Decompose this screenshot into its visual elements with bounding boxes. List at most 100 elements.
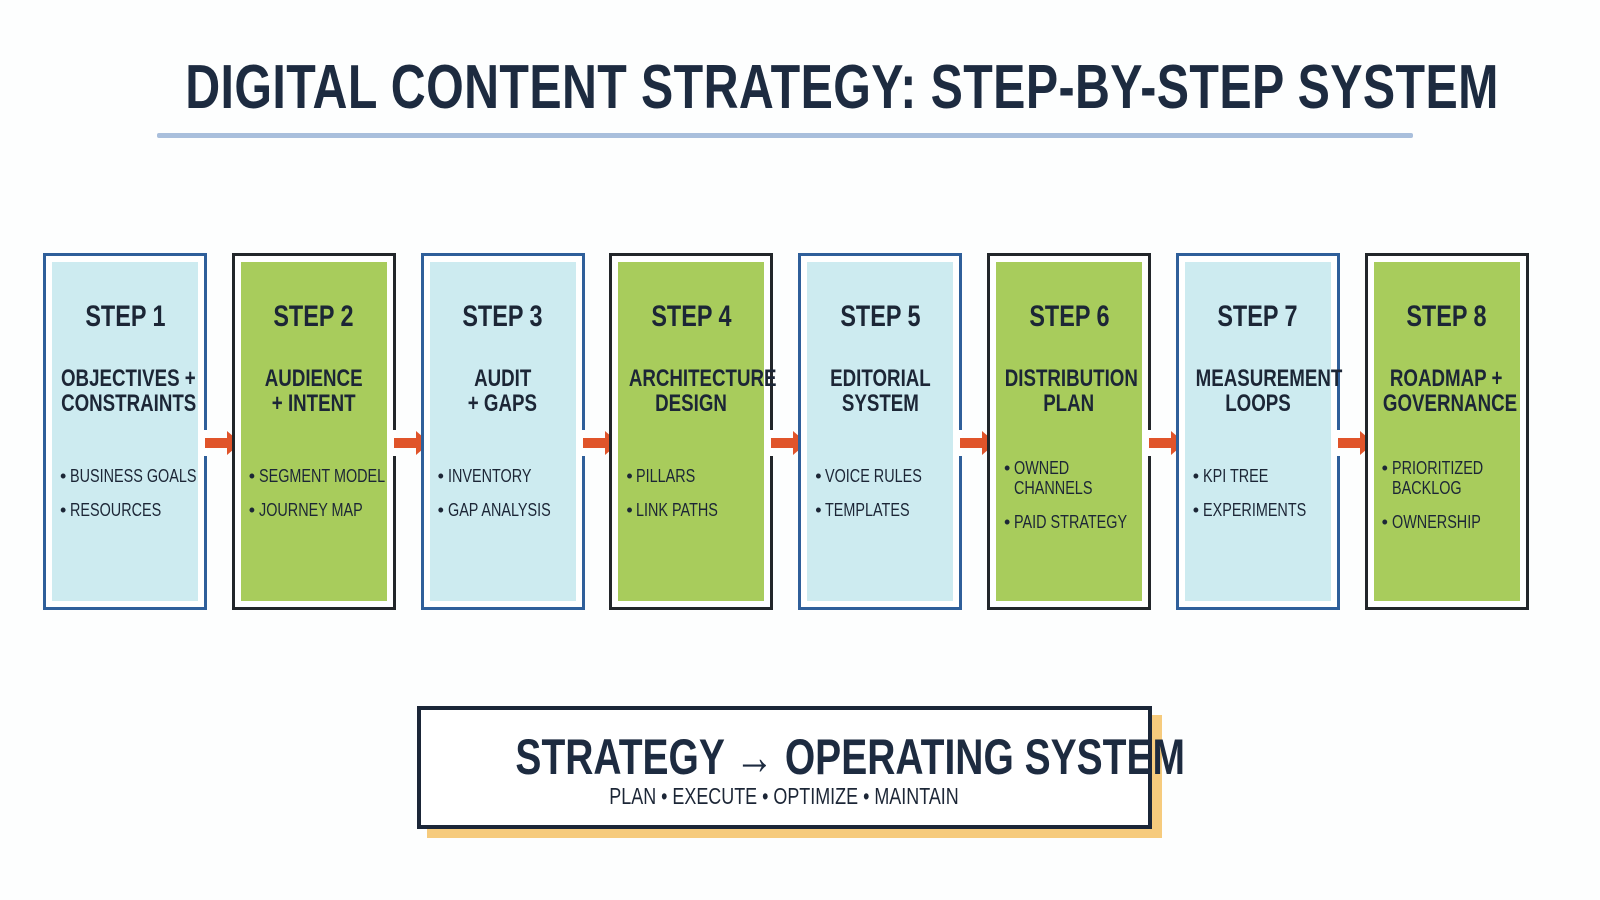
bullet-item: •KPI TREE xyxy=(1193,466,1331,486)
bullet-icon: • xyxy=(1004,512,1011,532)
step-name-line: + GAPS xyxy=(467,390,538,417)
step-number: STEP 2 xyxy=(273,300,354,333)
bullet-item: •EXPERIMENTS xyxy=(1193,500,1331,520)
bullet-text: GAP ANALYSIS xyxy=(447,500,551,520)
step-name-line: LOOPS xyxy=(1225,390,1291,417)
bullet-icon: • xyxy=(1381,458,1388,478)
bullet-icon: • xyxy=(248,466,256,486)
bullet-item: •RESOURCES xyxy=(60,500,198,520)
bullet-icon: • xyxy=(815,466,822,486)
bullet-item: •PAID STRATEGY xyxy=(1004,512,1142,532)
bullet-text: KPI TREE xyxy=(1202,466,1269,486)
step-card-1: STEP 1 OBJECTIVES +CONSTRAINTS •BUSINESS G… xyxy=(43,253,207,610)
bullet-item: •GAP ANALYSIS xyxy=(438,500,576,520)
bullet-icon: • xyxy=(1004,458,1011,478)
step-name-line: OBJECTIVES + xyxy=(61,365,196,392)
step-bullets: •BUSINESS GOALS•RESOURCES xyxy=(60,466,198,534)
bullet-icon: • xyxy=(437,500,444,520)
step-card-fill: STEP 1 OBJECTIVES +CONSTRAINTS •BUSINESS G… xyxy=(52,262,198,601)
summary-title: STRATEGY → OPERATING SYSTEM xyxy=(515,729,1186,785)
step-name-line: GOVERNANCE xyxy=(1382,390,1517,417)
bullet-text: TEMPLATES xyxy=(825,500,910,520)
bullet-icon: • xyxy=(60,500,67,520)
bullet-text: EXPERIMENTS xyxy=(1202,500,1307,520)
bullet-item: •OWNERSHIP xyxy=(1382,512,1520,532)
step-name-line: AUDIT xyxy=(473,365,532,392)
bullet-item: •VOICE RULES xyxy=(815,466,953,486)
step-number: STEP 1 xyxy=(84,300,166,333)
bullet-icon: • xyxy=(248,500,256,520)
bullet-icon: • xyxy=(1192,500,1200,520)
step-name-line: AUDIENCE xyxy=(264,365,363,392)
bullet-item: •TEMPLATES xyxy=(815,500,953,520)
bullet-icon: • xyxy=(626,466,633,486)
step-bullets: •PILLARS•LINK PATHS xyxy=(626,466,764,534)
step-number: STEP 6 xyxy=(1028,300,1110,333)
bullet-icon: • xyxy=(437,466,444,486)
step-number: STEP 3 xyxy=(462,300,543,333)
step-name: AUDIENCE+ INTENT xyxy=(231,366,397,416)
bullet-item: •SEGMENT MODEL xyxy=(249,466,387,486)
page-title: DIGITAL CONTENT STRATEGY: STEP-BY-STEP S… xyxy=(185,53,1499,122)
step-bullets: •INVENTORY•GAP ANALYSIS xyxy=(438,466,576,534)
bullet-text: BUSINESS GOALS xyxy=(70,466,197,486)
step-name-line: EDITORIAL xyxy=(829,365,931,392)
step-name-line: + INTENT xyxy=(271,390,356,417)
bullet-text: JOURNEY MAP xyxy=(258,500,363,520)
step-name-line: DISTRIBUTION xyxy=(1004,365,1138,392)
step-name: ROADMAP +GOVERNANCE xyxy=(1364,366,1530,416)
bullet-text: SEGMENT MODEL xyxy=(258,466,385,486)
step-name-line: SYSTEM xyxy=(841,390,919,417)
step-name-line: ARCHITECTURE xyxy=(629,365,777,392)
bullet-icon: • xyxy=(1192,466,1200,486)
step-number: STEP 7 xyxy=(1217,300,1298,333)
bullet-text: OWNERSHIP xyxy=(1391,512,1481,532)
bullet-icon: • xyxy=(60,466,67,486)
summary-subtitle: PLAN • EXECUTE • OPTIMIZE • MAINTAIN xyxy=(609,783,960,809)
summary-box: STRATEGY → OPERATING SYSTEM PLAN • EXECU… xyxy=(417,706,1186,829)
step-name: OBJECTIVES +CONSTRAINTS xyxy=(42,366,208,416)
step-name-line: DESIGN xyxy=(655,390,728,417)
bullet-text: INVENTORY xyxy=(447,466,532,486)
step-number: STEP 5 xyxy=(840,300,921,333)
step-number: STEP 4 xyxy=(651,300,732,333)
step-name-line: PLAN xyxy=(1043,390,1095,417)
bullet-text: PILLARS xyxy=(636,466,696,486)
step-bullets: •SEGMENT MODEL•JOURNEY MAP xyxy=(249,466,387,534)
step-bullets: •KPI TREE•EXPERIMENTS xyxy=(1193,466,1331,534)
step-name-line: CONSTRAINTS xyxy=(61,390,197,417)
bullet-text: RESOURCES xyxy=(70,500,162,520)
step-number: STEP 8 xyxy=(1406,300,1487,333)
bullet-text: PAID STRATEGY xyxy=(1014,512,1128,532)
bullet-item: •JOURNEY MAP xyxy=(249,500,387,520)
step-bullets: •VOICE RULES•TEMPLATES xyxy=(815,466,953,534)
bullet-text: LINK PATHS xyxy=(636,500,719,520)
bullet-item: •INVENTORY xyxy=(438,466,576,486)
bullet-item: •PILLARS xyxy=(626,466,764,486)
bullet-icon: • xyxy=(1381,512,1388,532)
step-name: AUDIT+ GAPS xyxy=(420,366,586,416)
step-name-line: MEASUREMENT xyxy=(1195,365,1343,392)
